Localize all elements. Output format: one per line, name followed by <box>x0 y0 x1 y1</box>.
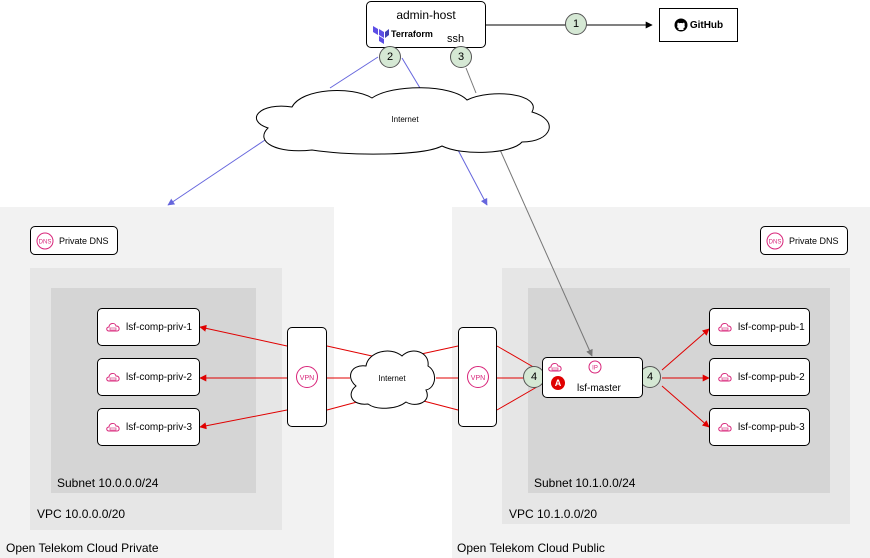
vpn-gateway-public[interactable]: VPN <box>458 327 497 427</box>
private-dns-left-label: Private DNS <box>59 235 109 246</box>
svg-text:IP: IP <box>592 366 598 372</box>
arrow-internet-to-private <box>167 137 269 206</box>
terraform-label: Terraform <box>391 29 433 39</box>
private-dns-right[interactable]: DNS Private DNS <box>760 226 848 255</box>
node-priv-2-label: lsf-comp-priv-2 <box>126 371 193 383</box>
cloud-server-icon <box>718 323 732 332</box>
dns-icon: DNS <box>766 232 784 249</box>
ansible-icon: A <box>551 376 565 390</box>
arrow-terraform-to-public <box>401 57 421 89</box>
arrow-ssh-segment <box>465 67 477 94</box>
svg-text:DNS: DNS <box>39 239 52 245</box>
github-box[interactable]: GitHub <box>659 8 738 42</box>
vpc-public-label: VPC 10.1.0.0/20 <box>509 507 598 521</box>
vpc-private-label: VPC 10.0.0.0/20 <box>37 507 126 521</box>
arrow-terraform-to-private <box>329 56 379 89</box>
arrow-vpn-to-priv-1 <box>199 324 288 347</box>
terraform-icon <box>373 26 389 44</box>
arrow-master-to-pub-1 <box>661 328 710 371</box>
node-pub-2[interactable]: lsf-comp-pub-2 <box>709 358 810 396</box>
private-dns-right-label: Private DNS <box>789 235 839 246</box>
arrow-master-to-pub-3 <box>661 385 710 428</box>
node-pub-3[interactable]: lsf-comp-pub-3 <box>709 408 810 446</box>
ssh-label: ssh <box>447 33 465 45</box>
node-priv-1-label: lsf-comp-priv-1 <box>126 321 193 333</box>
cloud-server-icon <box>548 363 562 372</box>
internet-cloud-mid: Internet <box>350 350 435 409</box>
node-pub-1[interactable]: lsf-comp-pub-1 <box>709 308 810 346</box>
region-private-label: Open Telekom Cloud Private <box>6 541 159 555</box>
cloud-server-icon <box>106 423 120 432</box>
node-priv-3[interactable]: lsf-comp-priv-3 <box>97 408 200 446</box>
private-dns-left[interactable]: DNS Private DNS <box>30 226 118 255</box>
node-priv-1[interactable]: lsf-comp-priv-1 <box>97 308 200 346</box>
lsf-master-node[interactable]: IP A lsf-master <box>542 357 643 398</box>
svg-text:VPN: VPN <box>300 375 314 382</box>
vpn-gateway-private[interactable]: VPN <box>287 327 327 427</box>
cloud-server-icon <box>106 373 120 382</box>
arrow-ssh-to-master <box>496 142 593 357</box>
node-priv-3-label: lsf-comp-priv-3 <box>126 421 193 433</box>
arrow-vpn-to-priv-3 <box>199 409 288 430</box>
node-pub-2-label: lsf-comp-pub-2 <box>738 371 805 383</box>
cloud-server-icon <box>718 423 732 432</box>
subnet-public-label: Subnet 10.1.0.0/24 <box>534 476 636 490</box>
region-public-label: Open Telekom Cloud Public <box>457 541 605 555</box>
dns-icon: DNS <box>36 232 54 249</box>
step-badge-1: 1 <box>565 13 587 35</box>
node-pub-3-label: lsf-comp-pub-3 <box>738 421 805 433</box>
cloud-server-icon <box>718 373 732 382</box>
github-label: GitHub <box>689 19 724 31</box>
cloud-server-icon <box>106 323 120 332</box>
vpn-icon: VPN <box>296 366 318 388</box>
internet-top-label: Internet <box>391 115 419 124</box>
step-badge-2: 2 <box>379 46 401 68</box>
lsf-master-label: lsf-master <box>577 383 621 394</box>
admin-host-label: admin-host <box>396 8 456 22</box>
subnet-private-label: Subnet 10.0.0.0/24 <box>57 476 159 490</box>
arrow-internet-to-public <box>457 149 488 206</box>
step-badge-3: 3 <box>450 46 472 68</box>
admin-host-box[interactable]: admin-host Terraform ssh <box>366 1 486 48</box>
node-pub-1-label: lsf-comp-pub-1 <box>738 321 805 333</box>
svg-text:VPN: VPN <box>470 375 484 382</box>
internet-cloud-top: Internet <box>256 87 550 155</box>
elastic-ip-icon: IP <box>588 360 602 374</box>
internet-mid-label: Internet <box>378 374 406 383</box>
github-icon <box>674 18 688 32</box>
node-priv-2[interactable]: lsf-comp-priv-2 <box>97 358 200 396</box>
vpn-icon: VPN <box>466 366 489 388</box>
svg-text:DNS: DNS <box>769 239 782 245</box>
